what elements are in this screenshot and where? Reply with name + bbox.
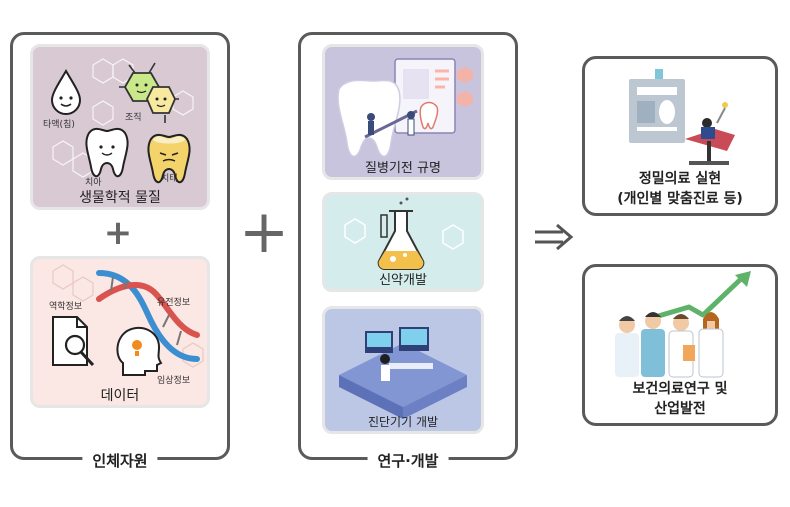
human-resources-title: 인체자원 [82,450,158,471]
plus-icon: + [238,197,290,267]
hexagon-pattern [52,264,204,368]
biomaterial-title: 생물학적 물질 [79,190,161,206]
data-card: 역학정보 유전정보 임상정보 데이터 [30,256,210,408]
diagnostic-card: 진단기기 개발 [322,306,484,434]
tissue-label: 조직 [125,113,142,123]
genetic-label: 유전정보 [157,298,191,308]
mechanism-title: 질병기전 규명 [365,161,441,176]
document-search-icon [52,316,95,367]
tartar-tooth-icon [147,133,191,184]
industry-line1: 보건의료연구 및 [632,381,728,397]
tooth-label: 치아 [85,178,102,188]
saliva-label: 타액(침) [43,120,75,130]
precision-line1: 정밀의료 실현 [638,171,722,187]
mechanism-card: 질병기전 규명 [322,44,484,180]
diagnostic-title: 진단기기 개발 [367,415,439,429]
drug-card: 신약개발 [322,192,484,292]
tooth-icon [85,127,129,178]
tartar-label: 치태 [161,174,178,184]
plus-icon: + [103,213,133,253]
double-arrow-icon [535,223,574,251]
dna-helix-icon [96,270,200,362]
head-idea-icon [116,326,163,376]
rnd-title: 연구·개발 [367,450,449,471]
dental-research-illustration [337,58,473,157]
epidemiology-label: 역학정보 [49,302,83,312]
drug-title: 신약개발 [379,273,427,288]
tissue-molecule-icon [119,62,179,123]
clinical-label: 임상정보 [157,376,191,386]
data-title: 데이터 [100,388,140,404]
precision-medicine-box: 정밀의료 실현 (개인별 맞춤진료 등) [582,56,778,216]
saliva-drop-icon [50,69,82,115]
flask-icon [344,197,464,270]
precision-medicine-illustration [629,69,735,165]
medical-team-growth-illustration [615,271,751,378]
biomaterial-card: 타액(침) 조직 치아 치태 생물학적 물질 [30,44,210,210]
industry-development-box: 보건의료연구 및 산업발전 [582,264,778,426]
industry-line2: 산업발전 [654,401,706,417]
diagnostic-lab-illustration [339,327,467,419]
precision-line2: (개인별 맞춤진료 등) [617,191,743,207]
